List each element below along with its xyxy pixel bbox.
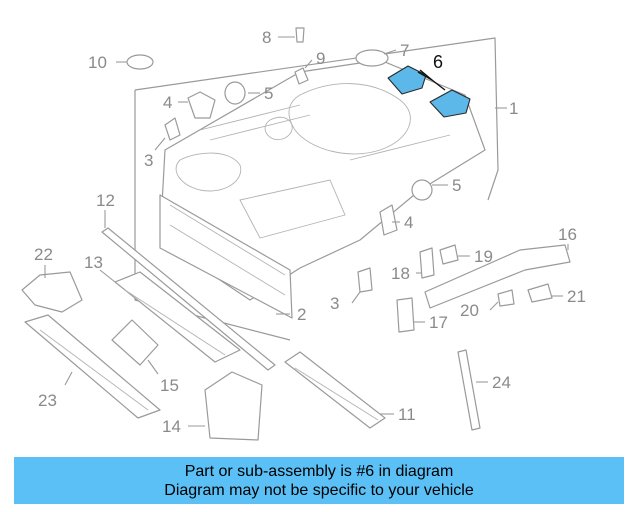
- callout-4b: 4: [404, 213, 413, 232]
- banner-line-1: Part or sub-assembly is #6 in diagram: [184, 462, 454, 480]
- callout-leaders: [44, 36, 569, 427]
- callout-2: 2: [297, 305, 306, 324]
- callout-5a: 5: [264, 84, 273, 103]
- callout-18: 18: [391, 264, 410, 283]
- callout-16: 16: [558, 225, 577, 244]
- callout-6: 6: [433, 52, 443, 72]
- callout-5b: 5: [452, 176, 461, 195]
- callout-11: 11: [398, 405, 416, 424]
- small-parts: [126, 27, 433, 293]
- callout-12: 12: [96, 191, 115, 210]
- parts-diagram: 1 2 3 3 4 4 5 5 6 7 8 9 10 11 12 13 14 1…: [21, 27, 586, 441]
- callout-1: 1: [509, 99, 518, 118]
- callout-14: 14: [162, 417, 181, 436]
- right-rail-parts: [284, 244, 571, 431]
- callout-13: 13: [84, 253, 103, 272]
- callout-3a: 3: [144, 151, 153, 170]
- callout-21: 21: [567, 287, 586, 306]
- callout-4a: 4: [163, 93, 172, 112]
- callout-24: 24: [492, 373, 511, 392]
- banner-line-2: Diagram may not be specific to your vehi…: [164, 481, 474, 499]
- callout-labels: 1 2 3 3 4 4 5 5 6 7 8 9 10 11 12 13 14 1…: [34, 28, 586, 436]
- callout-15: 15: [160, 376, 179, 395]
- callout-7: 7: [400, 41, 409, 60]
- callout-20: 20: [460, 301, 479, 320]
- callout-10: 10: [88, 53, 107, 72]
- callout-23: 23: [38, 391, 57, 410]
- callout-19: 19: [474, 247, 493, 266]
- callout-22: 22: [34, 245, 53, 264]
- callout-3b: 3: [330, 294, 339, 313]
- floor-pan-outline: [134, 37, 499, 341]
- cross-member-bar: [101, 227, 276, 371]
- callout-17: 17: [429, 313, 448, 332]
- callout-8: 8: [262, 28, 271, 47]
- left-rail-parts: [21, 271, 263, 441]
- part-6-highlight[interactable]: [387, 65, 471, 118]
- info-banner: Part or sub-assembly is #6 in diagram Di…: [14, 457, 624, 504]
- side-rail: [159, 194, 293, 319]
- callout-9: 9: [316, 49, 325, 68]
